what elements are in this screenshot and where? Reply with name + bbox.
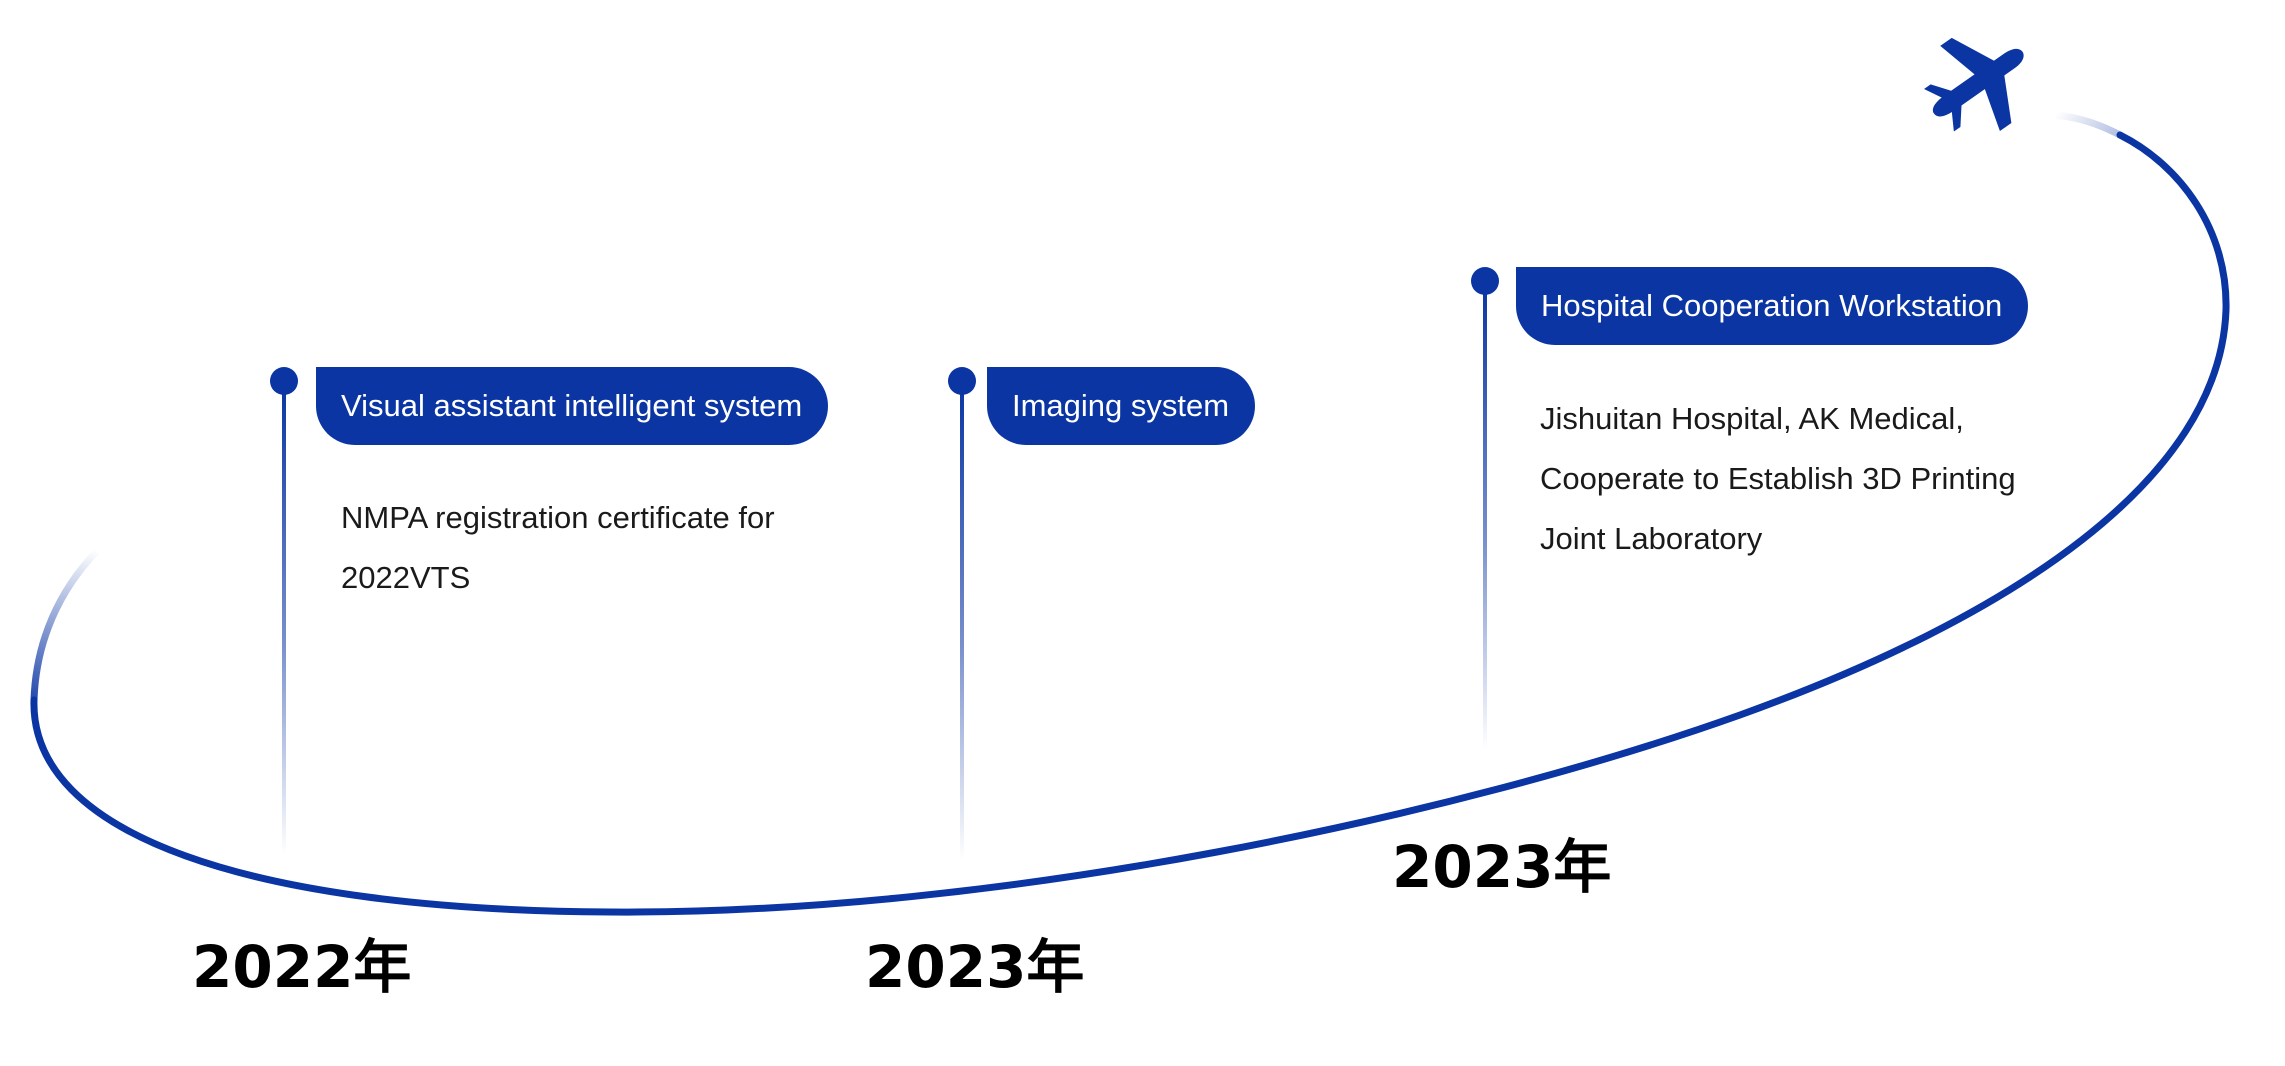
milestone-2-title: Imaging system	[987, 367, 1256, 445]
milestone-3-title: Hospital Cooperation Workstation	[1516, 267, 2029, 345]
curve-right-tail	[2051, 111, 2124, 139]
milestone-1-title: Visual assistant intelligent system	[316, 367, 829, 445]
curve-main	[30, 131, 2230, 916]
milestone-3-description: Jishuitan Hospital, AK Medical, Cooperat…	[1540, 401, 2016, 556]
curve-left-tail	[30, 548, 100, 704]
milestone-1-year: 2022年	[192, 933, 412, 1001]
milestone-2-stem	[960, 385, 964, 860]
milestone-1-description: NMPA registration certificate for 2022VT…	[341, 500, 775, 595]
milestone-2-year: 2023年	[865, 933, 1085, 1001]
milestone-3-stem	[1483, 285, 1487, 750]
milestone-3-year: 2023年	[1392, 833, 1612, 901]
airplane-icon	[1924, 37, 2024, 132]
milestone-1-stem	[282, 385, 286, 855]
